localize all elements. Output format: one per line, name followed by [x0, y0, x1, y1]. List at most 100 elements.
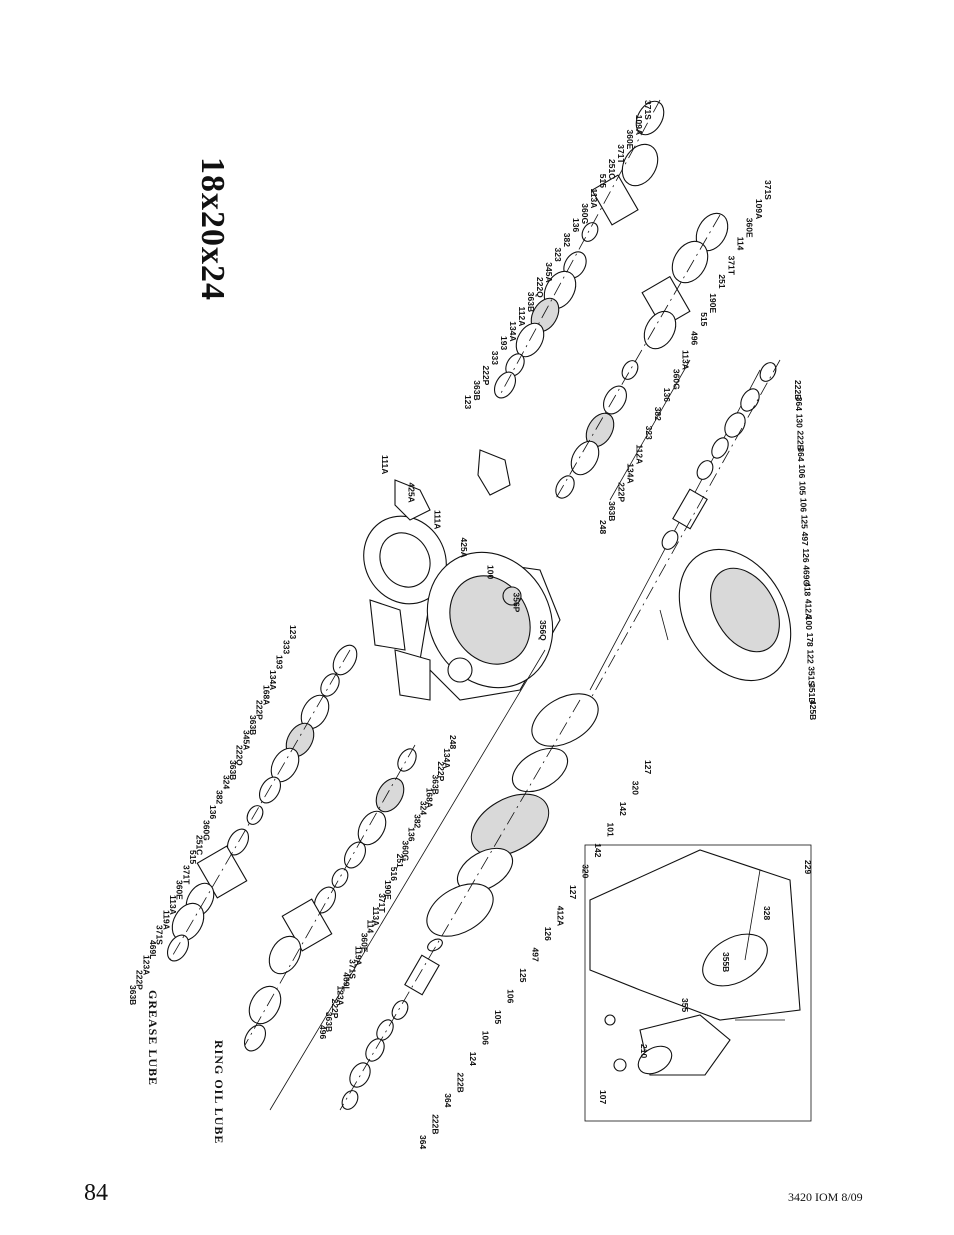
callout-right-shaft-1: 364	[794, 397, 804, 411]
callout-center-lower-10: 125	[518, 968, 528, 982]
upper-right-bearing-stack	[555, 212, 729, 499]
callout-upper-right-1: 109A	[754, 199, 764, 219]
callout-lower-left-14: 251C	[195, 835, 205, 855]
callout-lower-left-12: 136	[208, 805, 218, 819]
callout-center-lower-14: 124	[468, 1052, 478, 1066]
callout-right-shaft-5: 106	[797, 464, 807, 478]
callout-lower-middle-13: 113A	[371, 906, 381, 926]
callout-upper-left-15: 134A	[508, 321, 518, 341]
pump-casing	[363, 515, 561, 701]
shaft-assembly	[589, 362, 792, 691]
callout-lower-middle-11: 190E	[383, 880, 393, 900]
callout-inset-2: 355B	[721, 952, 731, 972]
callout-right-shaft-16: 122	[806, 650, 816, 664]
callout-upper-right-16: 222P	[616, 482, 626, 502]
callout-lower-left-16: 371T	[181, 865, 191, 885]
callout-center-upper-3: 425A	[459, 538, 469, 558]
callout-lower-middle-20: 222P	[330, 999, 340, 1019]
callout-lower-middle-1: 134A	[442, 748, 452, 768]
callout-center-lower-0: 127	[643, 760, 653, 774]
callout-center-lower-16: 364	[443, 1093, 453, 1107]
callout-lower-middle-15: 360E	[359, 933, 369, 953]
callout-upper-right-12: 382	[653, 407, 663, 421]
callout-right-shaft-0: 222B	[793, 380, 803, 400]
callout-lower-middle-8: 360G	[401, 841, 411, 862]
callout-upper-right-5: 251	[717, 274, 727, 288]
callout-center-lower-8: 126	[543, 927, 553, 941]
callout-upper-left-4: 251C	[607, 159, 617, 179]
callout-upper-left-14: 112A	[517, 307, 527, 327]
callout-upper-right-17: 363B	[607, 501, 617, 521]
callout-lower-middle-2: 222P	[436, 761, 446, 781]
callout-upper-left-5: 515	[598, 174, 608, 188]
callout-right-shaft-13: 412A	[803, 599, 813, 619]
callout-center-upper-5: 356P	[512, 593, 522, 613]
callout-upper-right-18: 248	[598, 520, 608, 534]
callout-upper-left-18: 222P	[481, 366, 491, 386]
callout-lower-middle-3: 363B	[430, 775, 440, 795]
callout-upper-left-6: 113A	[589, 189, 599, 209]
callout-upper-right-6: 190E	[708, 293, 718, 313]
callout-center-upper-6: 356Q	[538, 620, 548, 641]
callout-lower-left-22: 123A	[141, 955, 151, 975]
callout-lower-left-4: 168A	[261, 685, 271, 705]
lower-middle-bearing-stack	[243, 748, 417, 1052]
upper-left-bearing-stack	[493, 100, 665, 399]
callout-upper-left-17: 333	[490, 351, 500, 365]
callout-lower-left-23: 222P	[135, 970, 145, 990]
callout-inset-3: 355	[680, 998, 690, 1012]
ring-oil-lube-label: RING OIL LUBE	[212, 1040, 226, 1145]
callout-upper-left-9: 382	[562, 233, 572, 247]
callout-lower-left-3: 134A	[268, 670, 278, 690]
callout-upper-right-7: 515	[699, 312, 709, 326]
callout-lower-middle-19: 123A	[336, 986, 346, 1006]
callout-lower-left-19: 119A	[161, 910, 171, 930]
callout-center-lower-7: 412A	[556, 906, 566, 926]
callout-lower-left-18: 113A	[168, 895, 178, 915]
callout-inset-5: 107	[598, 1090, 608, 1104]
callout-lower-left-1: 333	[281, 640, 291, 654]
callout-upper-right-0: 371S	[763, 180, 773, 200]
callout-upper-left-12: 222Q	[535, 277, 545, 298]
callout-lower-left-0: 123	[288, 625, 298, 639]
callout-lower-left-24: 363B	[128, 985, 138, 1005]
callout-center-lower-15: 222B	[456, 1073, 466, 1093]
bearing-caps	[394, 449, 511, 521]
callout-upper-left-7: 360G	[580, 203, 590, 224]
callout-lower-middle-10: 516	[389, 867, 399, 881]
callout-center-lower-13: 106	[481, 1031, 491, 1045]
document-reference: 3420 IOM 8/09	[788, 1190, 863, 1204]
page-number: 84	[84, 1180, 108, 1206]
grease-lube-label: GREASE LUBE	[146, 990, 160, 1087]
callout-lower-left-2: 193	[275, 655, 285, 669]
callout-right-shaft-19: 425B	[808, 700, 818, 720]
callout-right-shaft-4: 364	[796, 447, 806, 461]
callout-center-lower-2: 142	[618, 802, 628, 816]
callout-lower-left-10: 324	[221, 775, 231, 789]
callout-inset-1: 328	[762, 906, 772, 920]
callout-center-lower-18: 364	[418, 1135, 428, 1149]
callout-lower-middle-5: 324	[419, 801, 429, 815]
callout-lower-left-5: 222P	[255, 700, 265, 720]
callout-upper-left-3: 371T	[616, 144, 626, 164]
callout-center-upper-4: 100	[485, 565, 495, 579]
callout-lower-left-8: 222Q	[235, 745, 245, 766]
callout-lower-left-17: 360E	[175, 880, 185, 900]
callout-lower-middle-4: 168A	[424, 788, 434, 808]
part-callouts: 371S109A360E371T251C515113A360G136382323…	[128, 100, 818, 1149]
callout-center-lower-1: 320	[631, 781, 641, 795]
callout-lower-left-15: 515	[188, 850, 198, 864]
callout-right-shaft-14: 100	[804, 616, 814, 630]
callout-upper-left-11: 345A	[544, 262, 554, 282]
impeller-and-wear-rings	[341, 693, 599, 1110]
callout-right-shaft-6: 105	[798, 481, 808, 495]
callout-upper-left-20: 123	[463, 395, 473, 409]
callout-center-upper-1: 425A	[406, 483, 416, 503]
coupling-inset	[584, 844, 812, 1122]
callout-upper-right-11: 136	[662, 388, 672, 402]
callout-center-lower-12: 105	[493, 1010, 503, 1024]
callout-lower-middle-12: 371T	[377, 893, 387, 913]
callout-upper-right-15: 134A	[626, 463, 636, 483]
